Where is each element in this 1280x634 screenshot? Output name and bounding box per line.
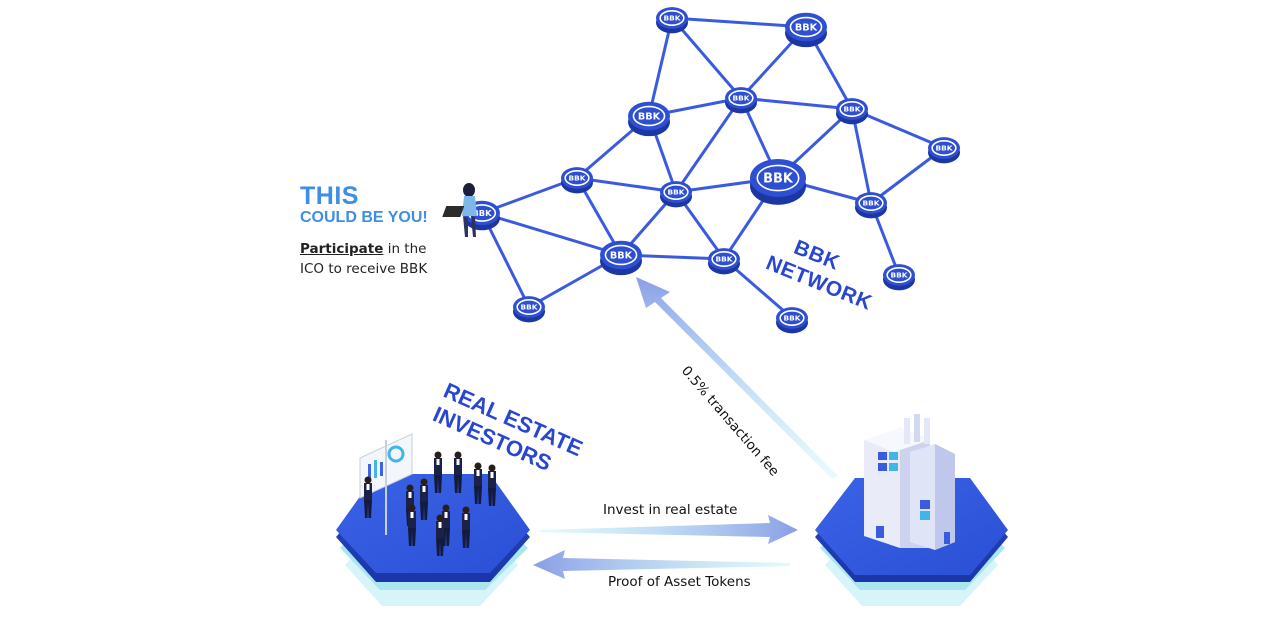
- network-edge: [481, 211, 622, 257]
- bbk-node-label: BBK: [733, 94, 750, 103]
- bbk-node-label: BBK: [716, 255, 733, 264]
- network-label: BBK NETWORK: [763, 236, 875, 315]
- bbk-node-label: BBK: [638, 111, 661, 122]
- bbk-node: BBK: [725, 87, 757, 114]
- investor-figure: [420, 478, 428, 520]
- network-edge: [670, 17, 743, 99]
- bbk-node-label: BBK: [668, 188, 685, 197]
- investors-label: REAL ESTATE INVESTORS: [429, 378, 586, 476]
- participate-link[interactable]: Participate: [300, 241, 384, 257]
- invest-arrow: [540, 515, 798, 544]
- bbk-node-label: BBK: [763, 171, 794, 186]
- bbk-node: BBK: [785, 12, 827, 48]
- bbk-node: BBK: [561, 167, 593, 194]
- investor-figure: [488, 464, 496, 506]
- bbk-node-label: BBK: [569, 174, 586, 183]
- cta-text-rest: in the: [383, 241, 427, 257]
- bbk-node: BBK: [708, 248, 740, 275]
- bbk-node: BBK: [660, 181, 692, 208]
- bbk-node: BBK: [513, 296, 545, 323]
- cta-text-line2: ICO to receive BBK: [300, 261, 428, 277]
- cta-block: THIS COULD BE YOU! Participate in the IC…: [300, 183, 460, 279]
- bbk-node-label: BBK: [936, 144, 953, 153]
- bbk-node-label: BBK: [795, 22, 818, 33]
- bbk-node: BBK: [836, 98, 868, 125]
- cta-title: THIS: [300, 182, 359, 210]
- network-edge: [671, 16, 807, 29]
- network-edge: [674, 97, 743, 193]
- fee-arrow: [636, 277, 838, 479]
- bbk-node-label: BBK: [863, 199, 880, 208]
- bbk-node: BBK: [776, 307, 808, 334]
- bbk-node: BBK: [750, 158, 806, 205]
- bbk-node: BBK: [855, 192, 887, 219]
- network-edge: [576, 176, 677, 194]
- invest-label: Invest in real estate: [603, 502, 738, 518]
- bbk-node-label: BBK: [844, 105, 861, 114]
- investors-platform: [336, 433, 530, 606]
- investor-figure: [436, 514, 444, 556]
- bbk-node-label: BBK: [472, 208, 492, 218]
- investor-figure: [364, 476, 372, 518]
- bbk-node: BBK: [628, 101, 670, 137]
- bbk-node: BBK: [883, 264, 915, 291]
- bbk-node-label: BBK: [610, 250, 633, 261]
- investor-figure: [462, 506, 470, 548]
- cta-text: Participate in the ICO to receive BBK: [300, 239, 460, 279]
- tokens-arrow: [533, 550, 790, 579]
- bbk-node-label: BBK: [521, 303, 538, 312]
- network-edges: [480, 16, 945, 320]
- participant-figure: [442, 183, 477, 237]
- building-icon: [864, 414, 955, 550]
- tokens-label: Proof of Asset Tokens: [608, 574, 751, 590]
- investor-figure: [434, 451, 442, 493]
- bbk-node-label: BBK: [784, 314, 801, 323]
- investor-figure: [408, 504, 416, 546]
- network-edge: [850, 108, 873, 204]
- network-edge: [740, 96, 853, 111]
- bbk-node: BBK: [600, 240, 642, 276]
- cta-subtitle: COULD BE YOU!: [300, 209, 428, 226]
- investor-figure: [454, 451, 462, 493]
- network-edge: [647, 17, 674, 117]
- bbk-node-label: BBK: [664, 14, 681, 23]
- bbk-node: BBK: [928, 137, 960, 164]
- investor-figure: [474, 462, 482, 504]
- bbk-node: BBK: [656, 7, 688, 34]
- bbk-node-label: BBK: [891, 271, 908, 280]
